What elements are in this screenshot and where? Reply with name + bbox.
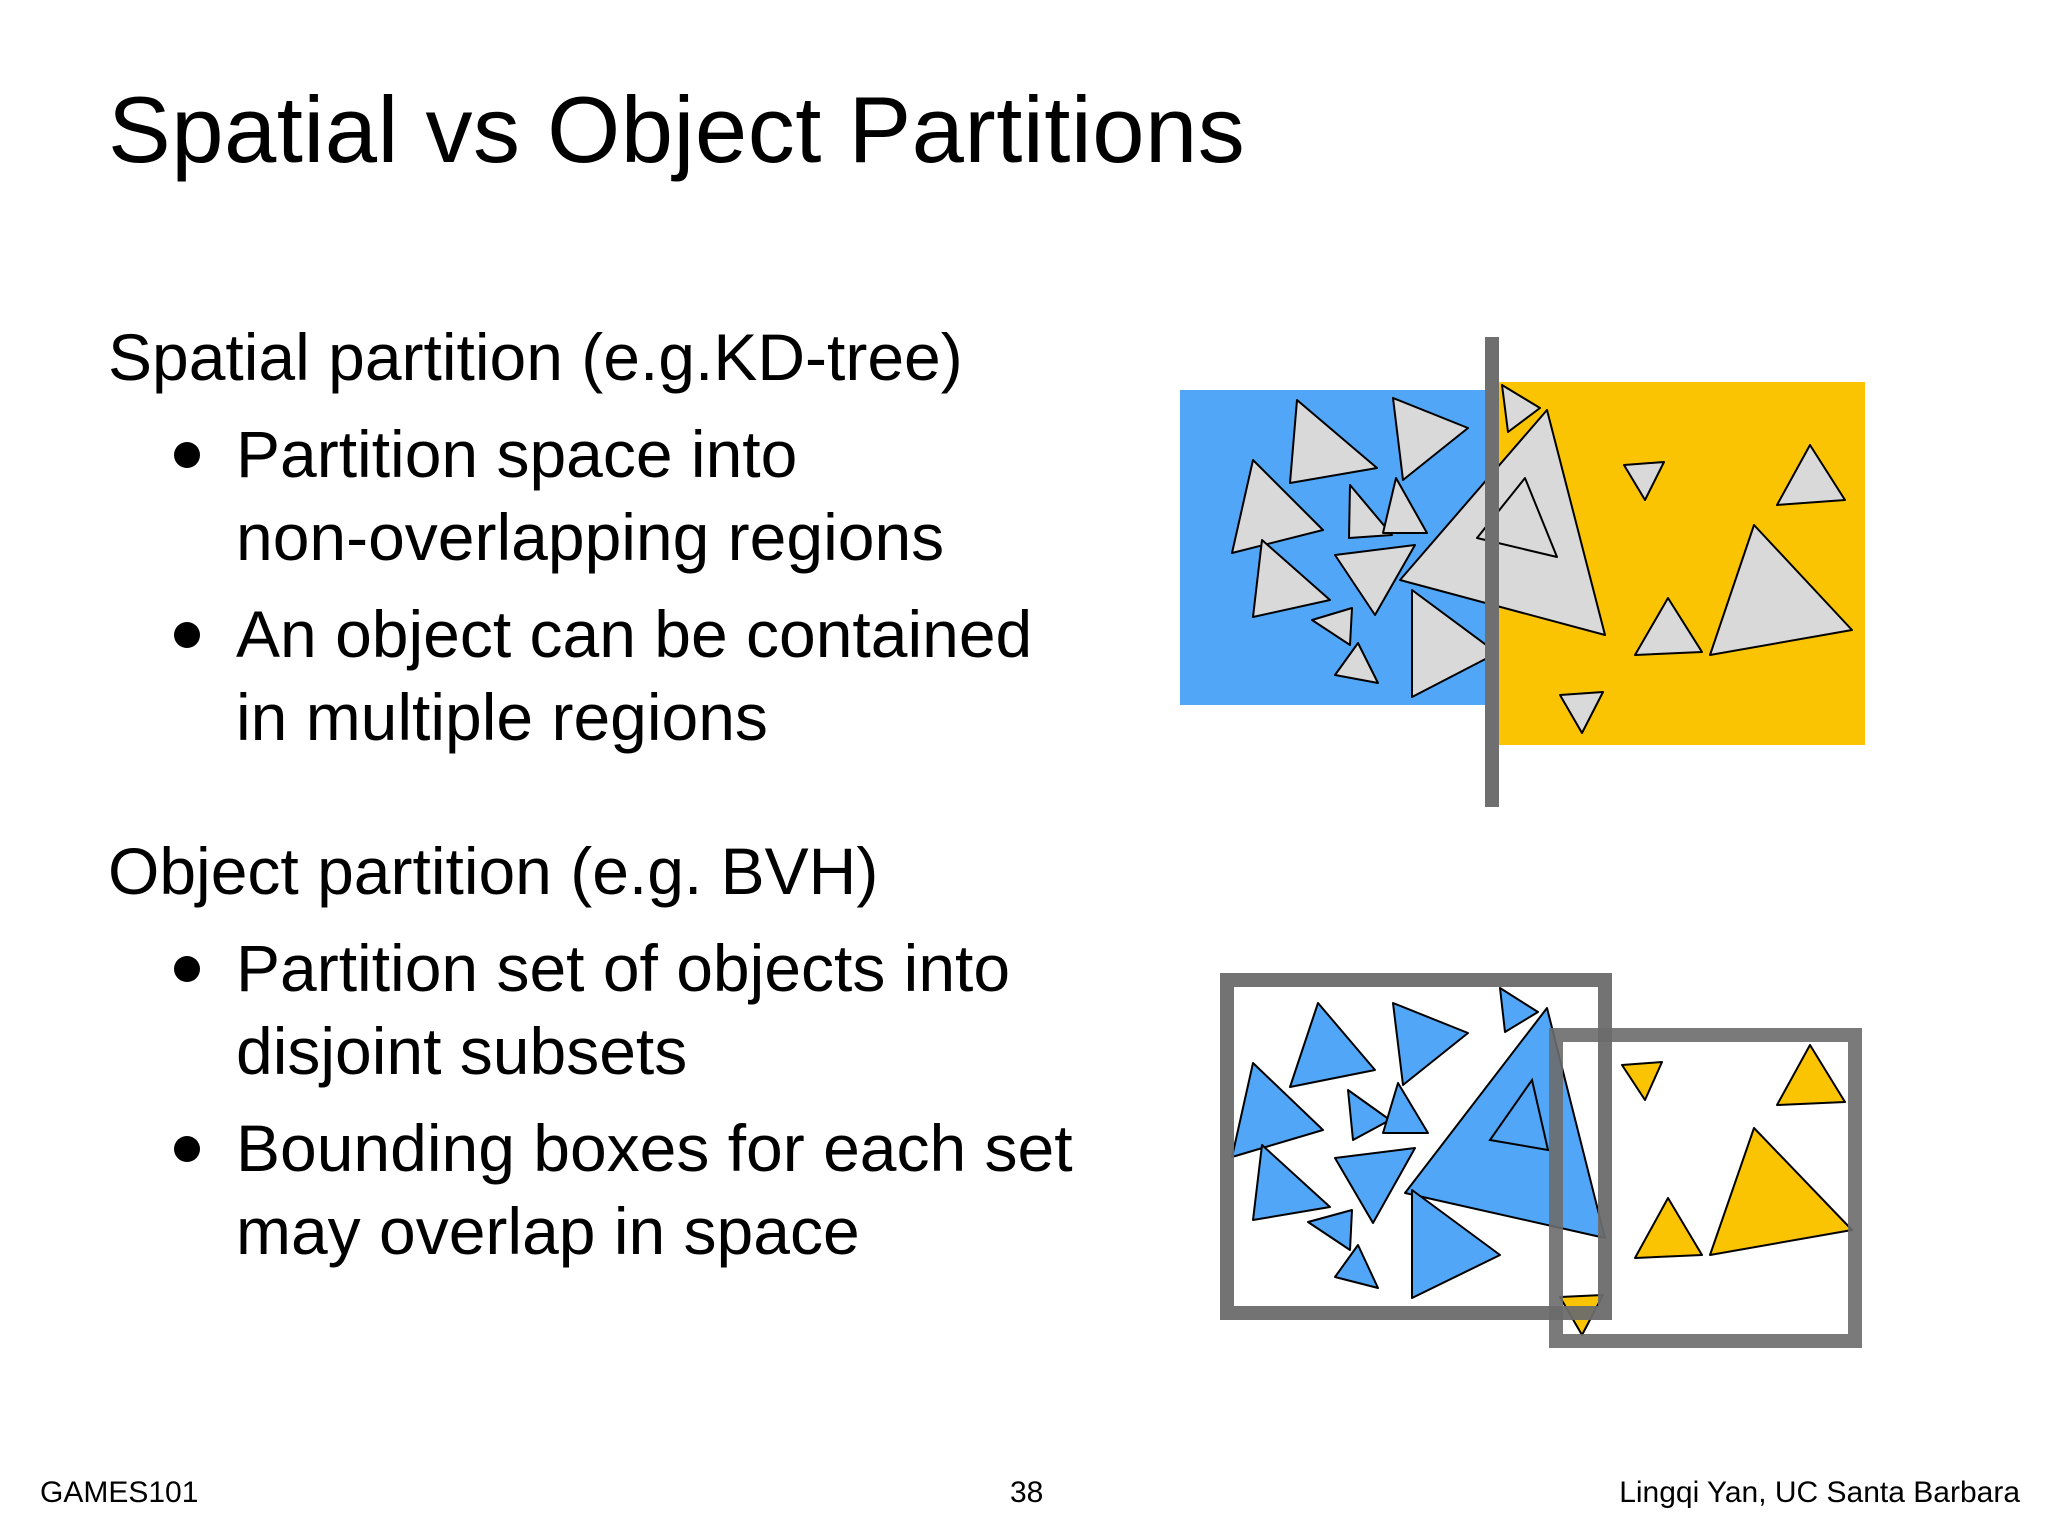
triangle-shape bbox=[1392, 1002, 1469, 1086]
triangle-shape bbox=[1231, 1062, 1324, 1158]
bullet-item: Partition set of objects into disjoint s… bbox=[108, 927, 1073, 1093]
triangle-shape bbox=[1559, 691, 1604, 734]
object-partition-heading: Object partition (e.g. BVH) bbox=[108, 834, 879, 908]
bullet-text-line: may overlap in space bbox=[236, 1194, 860, 1269]
triangle-shape bbox=[1392, 397, 1469, 481]
triangle-shape bbox=[1621, 1061, 1663, 1101]
spatial-partition-section: Spatial partition (e.g.KD-tree) Partitio… bbox=[108, 318, 1032, 773]
triangle-shape bbox=[1634, 597, 1703, 656]
bullet-item: An object can be contained in multiple r… bbox=[108, 593, 1032, 759]
triangle-shape bbox=[1252, 539, 1331, 618]
bounding-box-left bbox=[1220, 973, 1612, 1320]
split-line bbox=[1485, 337, 1499, 807]
bullet-text-line: An object can be contained bbox=[236, 597, 1033, 672]
kd-tree-figure bbox=[1180, 337, 1865, 807]
triangle-shape bbox=[1499, 987, 1539, 1033]
bullet-text-line: Partition set of objects into bbox=[236, 931, 1011, 1006]
yellow-object-set bbox=[1559, 1044, 1853, 1336]
slide-title: Spatial vs Object Partitions bbox=[108, 77, 1246, 182]
triangle-shape bbox=[1382, 477, 1428, 534]
bullet-text-line: in multiple regions bbox=[236, 680, 768, 755]
bullet-dot-icon bbox=[174, 442, 200, 469]
bullet-dot-icon bbox=[174, 956, 200, 983]
triangle-shape bbox=[1776, 1044, 1846, 1106]
triangle-shape bbox=[1347, 1089, 1391, 1141]
triangle-shape bbox=[1634, 1197, 1703, 1259]
bullet-item: Partition space into non-overlapping reg… bbox=[108, 413, 1032, 579]
bullet-text-line: Partition space into bbox=[236, 417, 798, 492]
triangle-group bbox=[1231, 384, 1853, 734]
triangle-shape bbox=[1411, 589, 1498, 698]
triangle-shape bbox=[1252, 1144, 1331, 1221]
triangle-shape bbox=[1709, 1127, 1853, 1256]
bullet-dot-icon bbox=[174, 1136, 200, 1163]
triangle-shape bbox=[1382, 1082, 1429, 1134]
bullet-text-line: Bounding boxes for each set bbox=[236, 1111, 1073, 1186]
triangle-shape bbox=[1334, 1244, 1379, 1289]
footer-course-name: GAMES101 bbox=[40, 1476, 199, 1509]
triangle-shape bbox=[1231, 459, 1324, 554]
spatial-partition-heading: Spatial partition (e.g.KD-tree) bbox=[108, 320, 963, 394]
bullet-item: Bounding boxes for each set may overlap … bbox=[108, 1107, 1073, 1273]
bullet-text-line: disjoint subsets bbox=[236, 1014, 688, 1089]
triangle-shape bbox=[1348, 484, 1393, 539]
object-partition-section: Object partition (e.g. BVH) Partition se… bbox=[108, 832, 1073, 1287]
triangle-shape bbox=[1289, 399, 1378, 484]
triangle-shape bbox=[1709, 524, 1853, 656]
triangle-shape bbox=[1623, 461, 1665, 501]
triangle-shape bbox=[1334, 544, 1416, 616]
triangle-shape bbox=[1411, 1189, 1501, 1299]
triangle-shape bbox=[1334, 1147, 1416, 1224]
triangle-shape bbox=[1334, 642, 1379, 684]
footer-author: Lingqi Yan, UC Santa Barbara bbox=[1619, 1476, 2020, 1509]
bullet-dot-icon bbox=[174, 622, 200, 649]
triangle-shape bbox=[1307, 1209, 1353, 1251]
bounding-box-right bbox=[1549, 1028, 1862, 1348]
footer-page-number: 38 bbox=[1010, 1476, 1044, 1509]
triangle-shape bbox=[1776, 444, 1846, 506]
hollow-triangle-outline bbox=[1488, 1077, 1550, 1152]
triangle-shape bbox=[1501, 384, 1541, 433]
bullet-text-line: non-overlapping regions bbox=[236, 500, 945, 575]
triangle-shape bbox=[1289, 1002, 1376, 1088]
spatial-partition-bullets: Partition space into non-overlapping reg… bbox=[108, 413, 1032, 759]
bvh-figure bbox=[1220, 973, 1862, 1348]
object-partition-bullets: Partition set of objects into disjoint s… bbox=[108, 927, 1073, 1273]
triangle-shape bbox=[1311, 607, 1353, 646]
